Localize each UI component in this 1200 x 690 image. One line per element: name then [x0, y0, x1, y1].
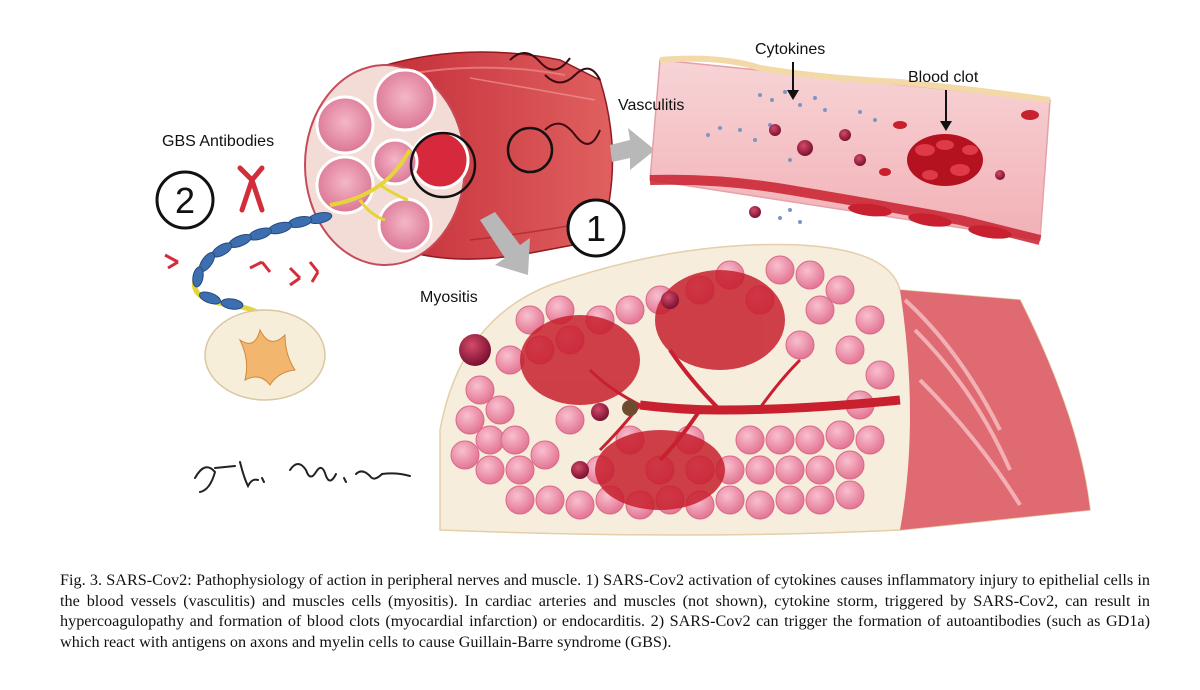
marker-one: 1 — [566, 198, 626, 258]
red-blood-cells — [848, 110, 1039, 239]
capillaries — [588, 348, 901, 462]
myelin-sheath — [192, 212, 333, 310]
inflamed-cell-clusters — [520, 270, 785, 510]
virus-particles — [749, 124, 1005, 218]
peripheral-nerve — [164, 212, 333, 401]
label-gbs-antibodies: GBS Antibodies — [162, 133, 274, 150]
marker-two: 2 — [155, 170, 215, 230]
muscle-bundle — [304, 51, 614, 266]
pathophysiology-illustration: Cytokines Blood clot Vasculitis GBS Anti… — [155, 41, 1091, 536]
blood-clot — [907, 134, 983, 186]
label-cytokines: Cytokines — [755, 41, 825, 58]
label-myositis: Myositis — [420, 289, 478, 306]
antibody-icons — [164, 253, 320, 287]
process-arrows — [480, 128, 655, 275]
label-vasculitis: Vasculitis — [618, 97, 684, 114]
marker-one-number: 1 — [586, 208, 606, 249]
spinal-cord — [204, 309, 326, 401]
marker-two-number: 2 — [175, 180, 195, 221]
figure-labels: Cytokines Blood clot Vasculitis GBS Anti… — [162, 41, 979, 306]
fascicles — [315, 68, 470, 253]
vasculitis-vessel — [649, 55, 1051, 245]
label-blood-clot: Blood clot — [908, 69, 979, 86]
gbs-antibody-icon — [237, 165, 265, 213]
myositis-spot — [622, 400, 638, 416]
myositis-tissue — [439, 243, 1091, 536]
myositis-virus-particles — [459, 291, 679, 479]
artist-signature — [194, 461, 411, 493]
figure-caption: Fig. 3. SARS-Cov2: Pathophysiology of ac… — [60, 571, 1150, 651]
